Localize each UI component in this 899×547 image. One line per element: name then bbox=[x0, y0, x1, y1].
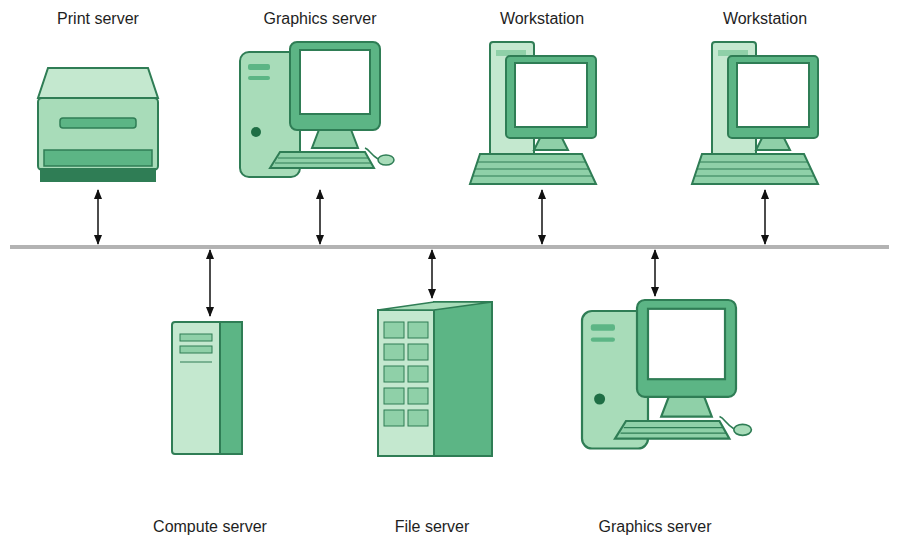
device-name: Graphics server bbox=[599, 518, 712, 536]
network-bus bbox=[10, 245, 889, 249]
device-label: Graphics server bbox=[595, 516, 716, 538]
graphics-computer bbox=[240, 42, 394, 177]
workstation-computer bbox=[692, 42, 818, 184]
file-server-icon bbox=[378, 302, 492, 456]
printer-icon bbox=[38, 68, 158, 182]
device-name: Graphics server bbox=[264, 10, 377, 28]
device-label: Print server bbox=[53, 8, 143, 30]
workstation-computer bbox=[470, 42, 596, 184]
device-name: Compute server bbox=[153, 518, 267, 536]
device-name: File server bbox=[395, 518, 470, 536]
device-label: Graphics server bbox=[260, 8, 381, 30]
tower-icon bbox=[172, 322, 242, 454]
device-label: Workstation bbox=[719, 8, 811, 30]
device-name: Print server bbox=[57, 10, 139, 28]
device-label: Workstation bbox=[496, 8, 588, 30]
device-label: File server bbox=[391, 516, 474, 538]
link-arrows bbox=[98, 190, 765, 316]
device-label: Compute server bbox=[149, 516, 271, 538]
graphics-computer bbox=[582, 300, 751, 449]
device-name: Workstation bbox=[500, 10, 584, 28]
device-name: Workstation bbox=[723, 10, 807, 28]
